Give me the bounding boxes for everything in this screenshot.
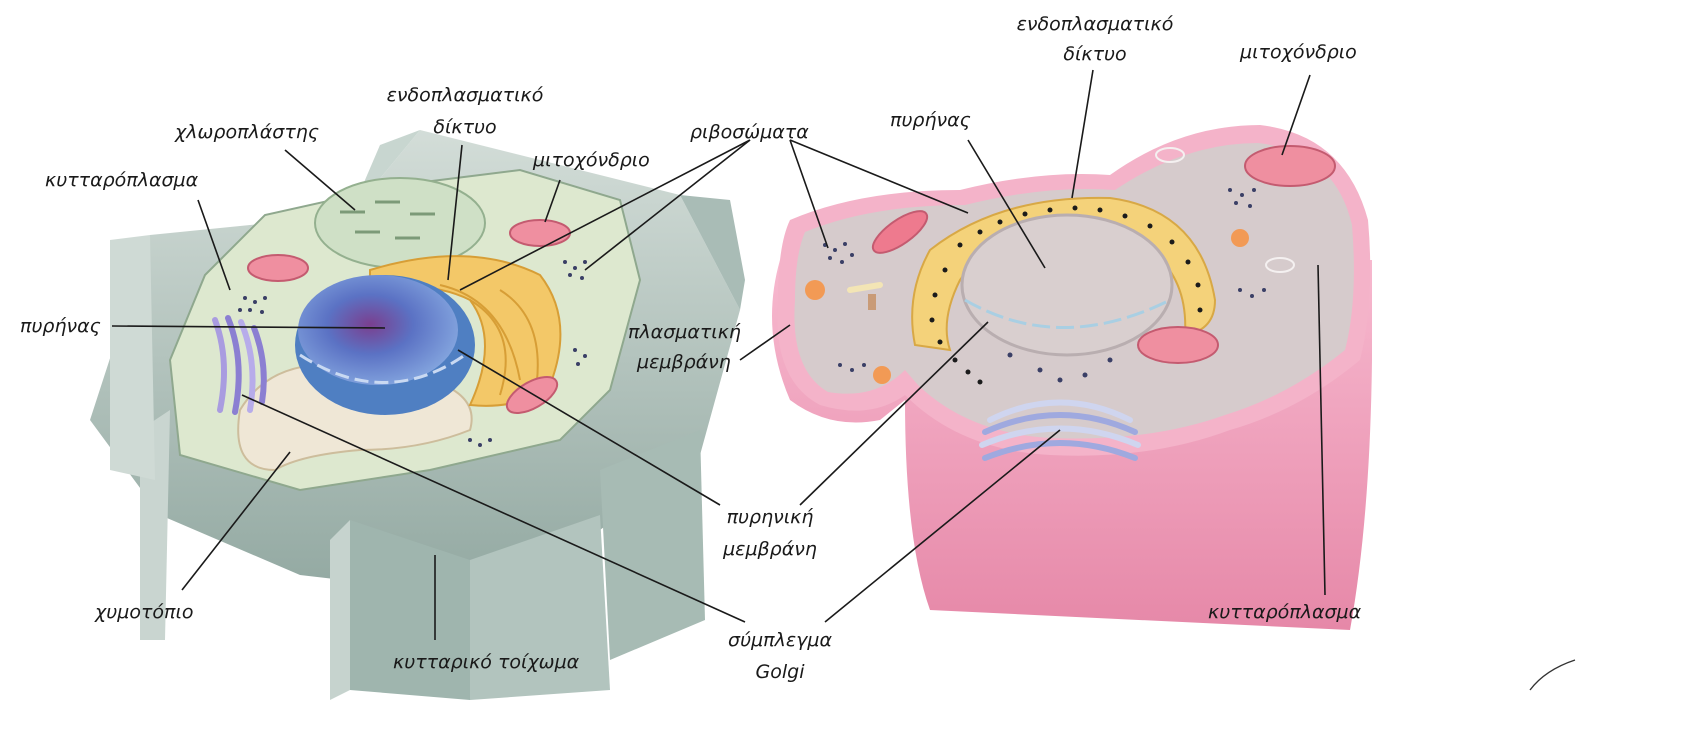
label-animal-cytoplasm: κυτταρόπλασμα — [1208, 600, 1361, 625]
label-golgi-line2: Golgi — [710, 660, 850, 685]
label-nuclear-membrane-line2: μεμβράνη — [700, 537, 840, 562]
label-animal-nucleus: πυρήνας — [890, 108, 971, 133]
label-plant-er-line2: δίκτυο — [375, 115, 555, 140]
label-plasma-membrane-line2: μεμβράνη — [637, 350, 731, 375]
corner-mark — [1530, 660, 1575, 690]
label-animal-er-line1: ενδοπλασματικό — [1005, 12, 1185, 37]
label-golgi-line1: σύμπλεγμα — [710, 628, 850, 653]
label-nuclear-membrane-line1: πυρηνική — [700, 505, 840, 530]
label-animal-mitochondrion: μιτοχόνδριο — [1240, 40, 1357, 65]
label-plant-er-line1: ενδοπλασματικό — [375, 83, 555, 108]
animal-nucleus-shape — [962, 215, 1172, 355]
label-plant-mitochondrion: μιτοχόνδριο — [533, 148, 650, 173]
label-plant-nucleus: πυρήνας — [20, 314, 101, 339]
animal-cell — [772, 125, 1372, 630]
chloroplast-shape — [315, 178, 485, 268]
label-cell-wall: κυτταρικό τοίχωμα — [393, 650, 579, 675]
label-vacuole: χυμοτόπιο — [95, 600, 194, 625]
label-chloroplast: χλωροπλάστης — [175, 120, 319, 145]
label-plant-cytoplasm: κυτταρόπλασμα — [45, 168, 198, 193]
label-plasma-membrane-line1: πλασματική — [628, 320, 741, 345]
label-ribosomes: ριβοσώματα — [690, 120, 809, 145]
plant-nucleus-shape — [295, 275, 475, 415]
label-animal-er-line2: δίκτυο — [1005, 42, 1185, 67]
leader-chloroplast — [285, 150, 355, 210]
